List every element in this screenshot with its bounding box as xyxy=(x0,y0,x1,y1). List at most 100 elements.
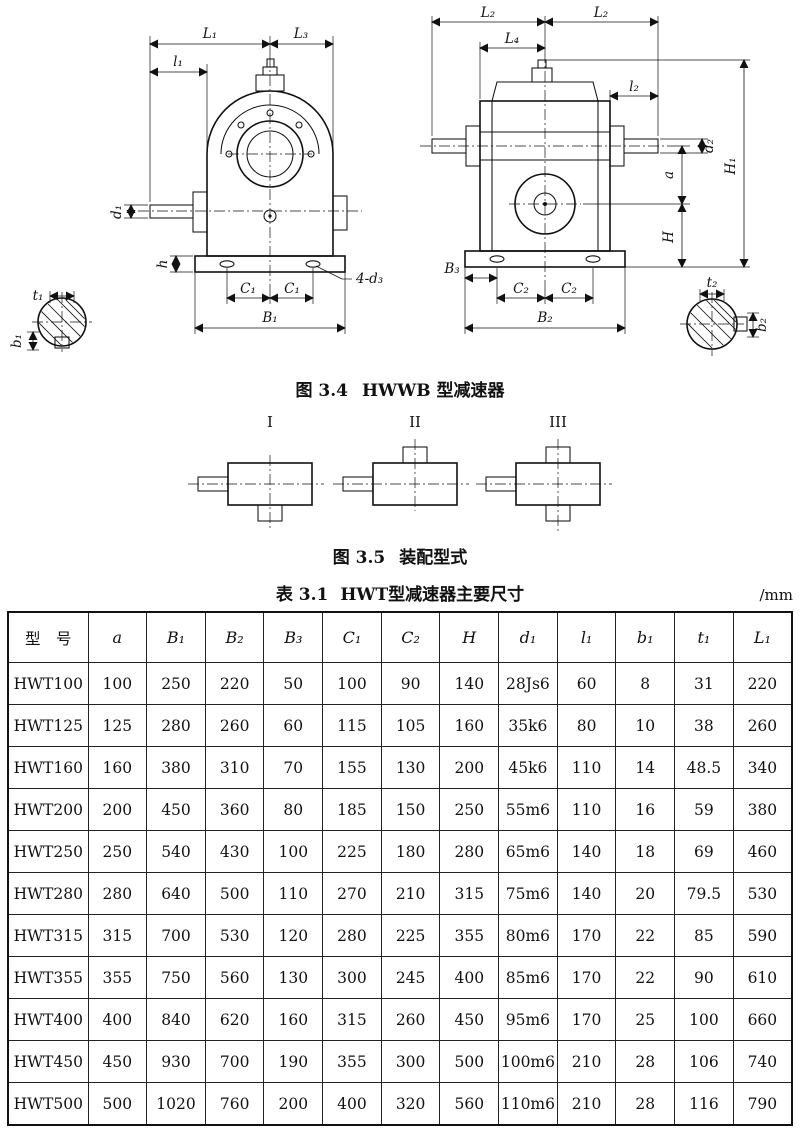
dim-value-cell: 260 xyxy=(380,998,441,1041)
dim-value-cell: 59 xyxy=(674,788,734,831)
dim-value-cell: 500 xyxy=(439,1040,500,1083)
header-B2: B₂ xyxy=(204,611,265,663)
dim-value-cell: 400 xyxy=(439,956,500,999)
dim-value-cell: 790 xyxy=(732,1082,793,1126)
model-cell: HWT200 xyxy=(7,788,89,831)
dim-value-cell: 640 xyxy=(146,872,206,915)
model-cell: HWT125 xyxy=(7,704,89,747)
dim-value-cell: 360 xyxy=(204,788,265,831)
dim-value-cell: 270 xyxy=(322,872,382,915)
model-cell: HWT400 xyxy=(7,998,89,1041)
dim-value-cell: 31 xyxy=(674,662,734,705)
dim-value-cell: 320 xyxy=(380,1082,441,1126)
dim-value-cell: 140 xyxy=(439,662,500,705)
dim-value-cell: 225 xyxy=(322,830,382,873)
side-view: L₂ L₂ L₄ l₂ d₂ a H H₁ B₃ C₂ C₂ B₂ xyxy=(420,6,750,334)
dim-value-cell: 180 xyxy=(380,830,441,873)
dim-value-cell: 110 xyxy=(263,872,324,915)
dim-value-cell: 150 xyxy=(380,788,441,831)
dim-label-t2: t₂ xyxy=(707,275,718,291)
dim-label-L2-right: L₂ xyxy=(593,6,608,21)
dim-label-L3: L₃ xyxy=(293,26,308,42)
dim-value-cell: 355 xyxy=(322,1040,382,1083)
dim-value-cell: 740 xyxy=(732,1040,793,1083)
dim-value-cell: 450 xyxy=(439,998,500,1041)
dim-value-cell: 280 xyxy=(322,914,382,957)
dim-value-cell: 450 xyxy=(146,788,206,831)
figure-3-4-number: 图 3.4 xyxy=(295,381,348,401)
dim-value-cell: 560 xyxy=(439,1082,500,1126)
dim-value-cell: 660 xyxy=(732,998,793,1041)
dim-value-cell: 38 xyxy=(674,704,734,747)
model-cell: HWT355 xyxy=(7,956,89,999)
dim-value-cell: 60 xyxy=(556,662,617,705)
dimension-table: 型 号 a B₁ B₂ B₃ C₁ C₂ H d₁ l₁ b₁ t₁ L₁ HW… xyxy=(7,611,793,1126)
dim-value-cell: 120 xyxy=(263,914,324,957)
dim-label-L4: L₄ xyxy=(504,31,519,47)
dim-value-cell: 10 xyxy=(615,704,676,747)
dim-value-cell: 22 xyxy=(615,956,676,999)
dim-value-cell: 300 xyxy=(380,1040,441,1083)
dim-value-cell: 85 xyxy=(674,914,734,957)
figure-3-4-drawing: L₁ L₃ l₁ d₁ h C₁ C₁ B₁ 4-d₃ xyxy=(9,6,770,356)
dim-value-cell: 85m6 xyxy=(498,956,558,999)
model-cell: HWT250 xyxy=(7,830,89,873)
dim-value-cell: 90 xyxy=(380,662,441,705)
dim-label-h: h xyxy=(155,260,171,269)
dim-value-cell: 210 xyxy=(380,872,441,915)
dim-value-cell: 225 xyxy=(380,914,441,957)
dim-value-cell: 200 xyxy=(87,788,148,831)
dim-value-cell: 28Js6 xyxy=(498,662,558,705)
assembly-type-1-label: I xyxy=(267,413,273,431)
dim-value-cell: 460 xyxy=(732,830,793,873)
dim-value-cell: 530 xyxy=(204,914,265,957)
dim-value-cell: 315 xyxy=(439,872,500,915)
dim-label-B1: B₁ xyxy=(261,310,277,326)
dim-value-cell: 355 xyxy=(439,914,500,957)
dim-value-cell: 210 xyxy=(556,1082,617,1126)
dim-value-cell: 116 xyxy=(674,1082,734,1126)
dim-label-C2-left: C₂ xyxy=(513,281,529,297)
dim-value-cell: 315 xyxy=(322,998,382,1041)
dim-value-cell: 80 xyxy=(263,788,324,831)
dim-label-l1: l₁ xyxy=(173,54,183,70)
dim-value-cell: 500 xyxy=(87,1082,148,1126)
dim-label-t1: t₁ xyxy=(33,288,44,304)
dim-value-cell: 260 xyxy=(732,704,793,747)
dim-label-L2-left: L₂ xyxy=(480,6,495,21)
dim-value-cell: 450 xyxy=(87,1040,148,1083)
dim-value-cell: 400 xyxy=(87,998,148,1041)
dim-value-cell: 140 xyxy=(556,872,617,915)
header-d1: d₁ xyxy=(498,611,558,663)
dim-value-cell: 280 xyxy=(87,872,148,915)
dim-value-cell: 185 xyxy=(322,788,382,831)
figure-3-5-number: 图 3.5 xyxy=(332,548,386,568)
dim-value-cell: 560 xyxy=(204,956,265,999)
dim-label-a: a xyxy=(661,171,677,179)
header-b1: b₁ xyxy=(615,611,676,663)
dim-value-cell: 355 xyxy=(87,956,148,999)
table-header-row: 型 号 a B₁ B₂ B₃ C₁ C₂ H d₁ l₁ b₁ t₁ L₁ xyxy=(7,611,793,663)
dim-value-cell: 125 xyxy=(87,704,148,747)
dim-value-cell: 610 xyxy=(732,956,793,999)
dim-value-cell: 55m6 xyxy=(498,788,558,831)
dim-label-B3: B₃ xyxy=(443,261,459,277)
dim-value-cell: 8 xyxy=(615,662,676,705)
dim-value-cell: 245 xyxy=(380,956,441,999)
dim-value-cell: 430 xyxy=(204,830,265,873)
dim-value-cell: 280 xyxy=(146,704,206,747)
dim-value-cell: 69 xyxy=(674,830,734,873)
dim-value-cell: 300 xyxy=(322,956,382,999)
dim-label-b1: b₁ xyxy=(9,334,25,348)
dim-value-cell: 160 xyxy=(263,998,324,1041)
dim-value-cell: 60 xyxy=(263,704,324,747)
dim-value-cell: 100 xyxy=(263,830,324,873)
dim-value-cell: 100 xyxy=(322,662,382,705)
dim-value-cell: 16 xyxy=(615,788,676,831)
